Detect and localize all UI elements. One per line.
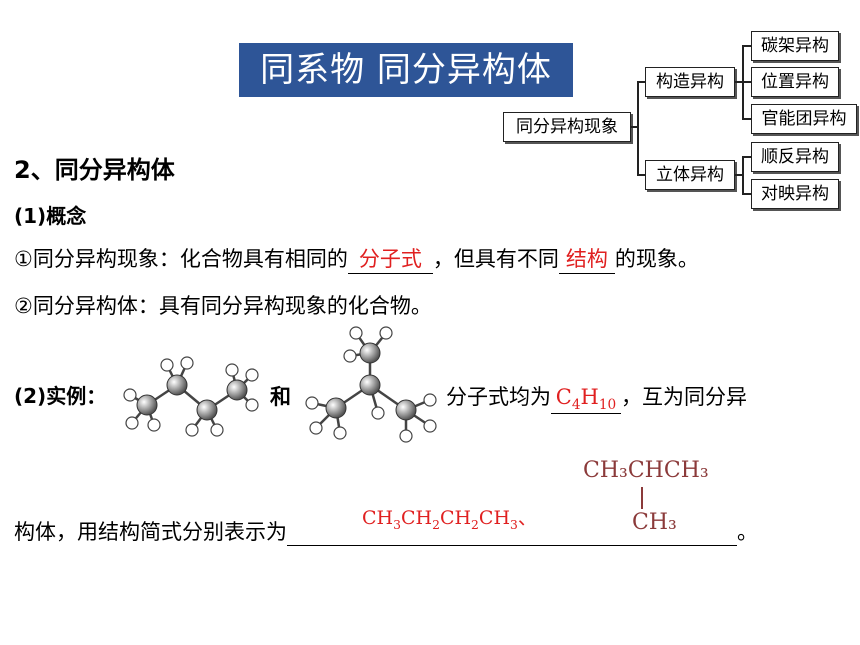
structure-line-suffix: 。 [737,520,758,544]
concept-label: (1)概念 [14,204,87,228]
structure-line-prefix: 构体，用结构简式分别表示为 [14,520,287,544]
tree-connector [735,81,743,83]
tree-connector [742,193,752,195]
isobutane-formula-top: CH₃CHCH₃ [583,458,709,483]
definition-line-2: ②同分异构体：具有同分异构现象的化合物。 [14,294,432,318]
tree-leaf-cis-trans: 顺反异构 [751,142,839,172]
tree-root: 同分异构现象 [503,112,631,142]
tree-connector [742,81,752,83]
tree-connector [742,118,752,120]
tree-leaf-position: 位置异构 [751,67,839,97]
tree-connector [637,81,646,83]
tree-connector [637,81,639,175]
example-formula-text: 分子式均为 [446,385,551,409]
tree-connector [742,156,744,194]
definition-line-1: ①同分异构现象：化合物具有相同的分子式 ，但具有不同结构的现象。 [14,243,699,274]
tree-connector [735,174,743,176]
answer-molecular-formula: 分子式 [358,247,422,271]
tree-connector [742,156,752,158]
definition-1-suffix: 的现象。 [614,247,699,271]
answer-structure: 结构 [565,247,608,271]
tree-leaf-carbon-skeleton: 碳架异构 [751,31,839,61]
example-tail: ，互为同分异 [621,385,747,409]
tree-branch-structural: 构造异构 [645,67,735,97]
isobutane-branch-bond [641,487,643,509]
example-and: 和 [270,385,291,409]
example-label: (2)实例： [14,384,107,408]
tree-connector [742,45,752,47]
tree-connector [637,174,646,176]
answer-c4h10: C4H10 [555,385,617,414]
answer-n-butane: CH3CH2CH2CH3、 [362,507,537,532]
page-title: 同系物 同分异构体 [239,43,573,97]
definition-1-prefix: ①同分异构现象：化合物具有相同的 [14,247,348,271]
structure-answer-blank [287,519,737,546]
structure-line: 构体，用结构简式分别表示为 。 [14,516,758,546]
butane-model [123,356,259,437]
isobutane-model [305,326,437,443]
tree-connector [630,126,638,128]
tree-leaf-functional-group: 官能团异构 [751,104,857,134]
isobutane-formula-bottom: CH₃ [632,510,677,535]
tree-branch-stereo: 立体异构 [645,160,735,190]
definition-1-middle: ，但具有不同 [432,247,559,271]
section-heading: 2、同分异构体 [14,156,175,184]
tree-leaf-enantiomer: 对映异构 [751,179,839,209]
